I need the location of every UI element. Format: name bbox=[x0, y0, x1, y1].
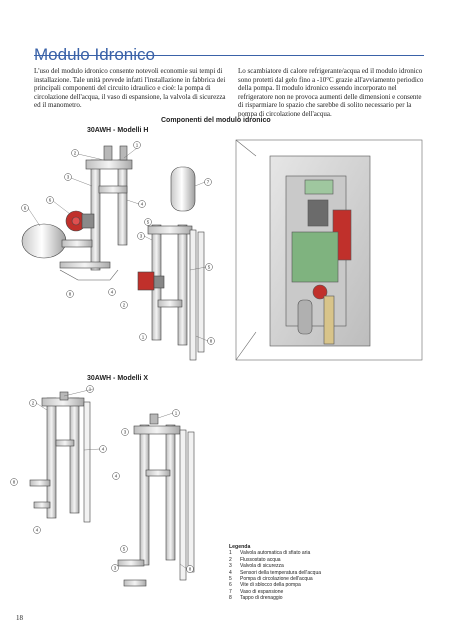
intro-paragraph-left: L'uso del modulo idronico consente notev… bbox=[34, 67, 226, 110]
callout-h-4b: 4 bbox=[108, 288, 116, 296]
svg-text:6: 6 bbox=[49, 198, 52, 203]
callout-x-3b: 3 bbox=[111, 564, 119, 572]
callout-h-4: 4 bbox=[138, 200, 146, 208]
callout-h-1: 1 bbox=[133, 141, 141, 149]
diagram-models-x bbox=[29, 391, 195, 587]
intro-paragraph-right: Lo scambiatore di calore refrigerante/ac… bbox=[238, 67, 424, 118]
svg-text:1: 1 bbox=[142, 335, 145, 340]
svg-text:3: 3 bbox=[67, 175, 70, 180]
callout-h-5b: 5 bbox=[205, 263, 213, 271]
svg-text:8: 8 bbox=[189, 567, 192, 572]
callout-x-4b: 4 bbox=[112, 472, 120, 480]
svg-text:8: 8 bbox=[69, 292, 72, 297]
page-number: 18 bbox=[16, 614, 23, 622]
svg-text:5: 5 bbox=[123, 547, 126, 552]
callout-x-8b: 8 bbox=[186, 565, 194, 573]
callout-x-4a: 4 bbox=[99, 445, 107, 453]
title-rule bbox=[34, 55, 424, 56]
page-title: Modulo Idronico bbox=[34, 45, 155, 65]
legend-title: Legenda bbox=[229, 544, 251, 550]
subtitle-models-x: 30AWH - Modelli X bbox=[87, 375, 149, 382]
callout-h-8b: 8 bbox=[207, 337, 215, 345]
callout-label: 1 bbox=[136, 143, 139, 148]
callout-x-2: 2 bbox=[29, 399, 37, 407]
callout-x-1: 1 bbox=[86, 385, 94, 393]
svg-text:4: 4 bbox=[111, 290, 114, 295]
svg-text:2: 2 bbox=[123, 303, 126, 308]
callout-x-3: 3 bbox=[121, 428, 129, 436]
callout-h-2b: 2 bbox=[120, 301, 128, 309]
callouts: 1 2 3 7 4 6 5 6 3 4 5 8 2 8 1 1 2 4 3 1 … bbox=[10, 141, 215, 573]
callout-h-6b: 6 bbox=[21, 204, 29, 212]
callout-h-3b: 3 bbox=[137, 232, 145, 240]
svg-text:5: 5 bbox=[147, 220, 150, 225]
svg-text:4: 4 bbox=[102, 447, 105, 452]
leader-lines bbox=[27, 147, 209, 570]
svg-text:8: 8 bbox=[210, 339, 213, 344]
svg-text:1: 1 bbox=[89, 387, 92, 392]
svg-text:4: 4 bbox=[141, 202, 144, 207]
callout-h-8a: 8 bbox=[66, 290, 74, 298]
svg-text:5: 5 bbox=[208, 265, 211, 270]
diagram-models-h bbox=[21, 145, 205, 361]
top-band bbox=[0, 0, 453, 5]
subtitle-models-h: 30AWH - Modelli H bbox=[87, 127, 149, 134]
unit-photo bbox=[235, 139, 423, 361]
svg-text:1: 1 bbox=[175, 411, 178, 416]
circulation-pump-lower bbox=[137, 271, 165, 291]
svg-text:8: 8 bbox=[13, 480, 16, 485]
callout-x-1b: 1 bbox=[172, 409, 180, 417]
svg-text:4: 4 bbox=[115, 474, 118, 479]
svg-text:4: 4 bbox=[36, 528, 39, 533]
callout-h-7: 7 bbox=[204, 178, 212, 186]
expansion-vessel-left bbox=[21, 223, 67, 259]
svg-text:2: 2 bbox=[32, 401, 35, 406]
section-title: Componenti del modulo idronico bbox=[161, 117, 271, 124]
svg-text:3: 3 bbox=[124, 430, 127, 435]
svg-text:7: 7 bbox=[207, 180, 210, 185]
callout-h-3: 3 bbox=[64, 173, 72, 181]
callout-h-6a: 6 bbox=[46, 196, 54, 204]
svg-text:3: 3 bbox=[140, 234, 143, 239]
callout-x-5: 5 bbox=[120, 545, 128, 553]
callout-x-8a: 8 bbox=[10, 478, 18, 486]
svg-text:3: 3 bbox=[114, 566, 117, 571]
svg-text:6: 6 bbox=[24, 206, 27, 211]
callout-x-4c: 4 bbox=[33, 526, 41, 534]
svg-text:2: 2 bbox=[74, 151, 77, 156]
circulation-pump-upper bbox=[65, 210, 95, 232]
callout-h-2: 2 bbox=[71, 149, 79, 157]
expansion-vessel-right bbox=[170, 166, 196, 212]
callout-h-1b: 1 bbox=[139, 333, 147, 341]
callout-h-5a: 5 bbox=[144, 218, 152, 226]
